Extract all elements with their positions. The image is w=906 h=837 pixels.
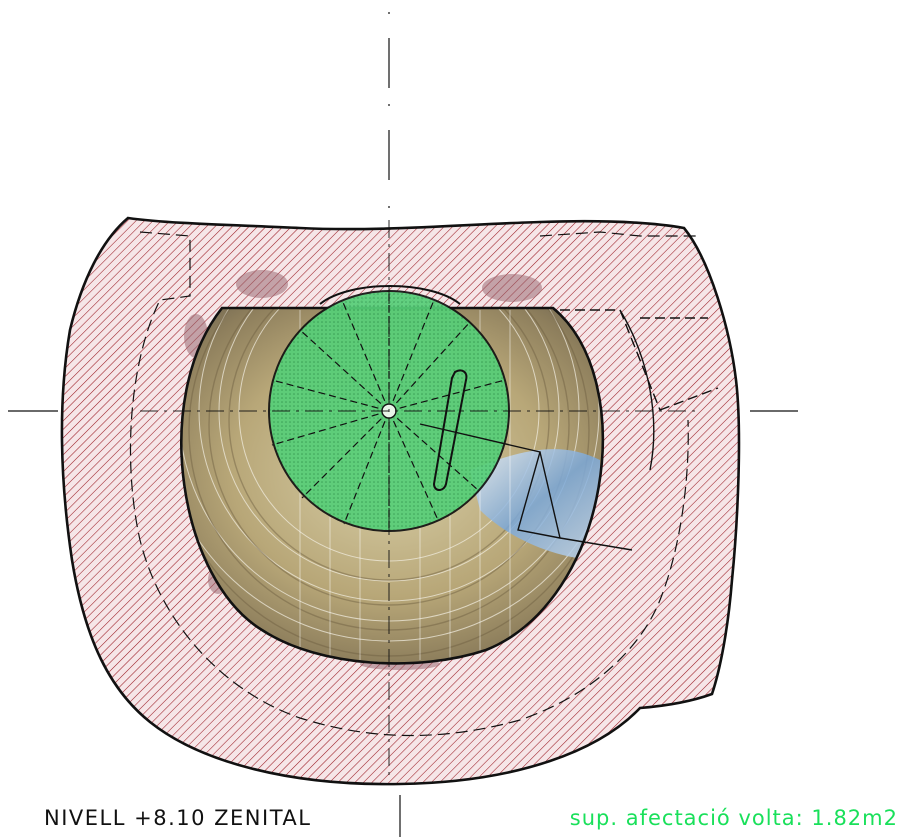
dome-arc bbox=[319, 285, 461, 305]
opening-slot bbox=[432, 369, 468, 491]
dashed-contour-right bbox=[539, 231, 700, 237]
inner-axis-lines bbox=[140, 220, 700, 780]
vault-photo bbox=[181, 308, 603, 664]
dashed-contour bbox=[129, 231, 689, 737]
vault-outline bbox=[180, 306, 604, 665]
section-lines bbox=[419, 309, 719, 551]
area-caption: sup. afectació volta: 1.82m2 bbox=[569, 806, 898, 830]
level-caption: NIVELL +8.10 ZENITAL bbox=[44, 806, 312, 830]
